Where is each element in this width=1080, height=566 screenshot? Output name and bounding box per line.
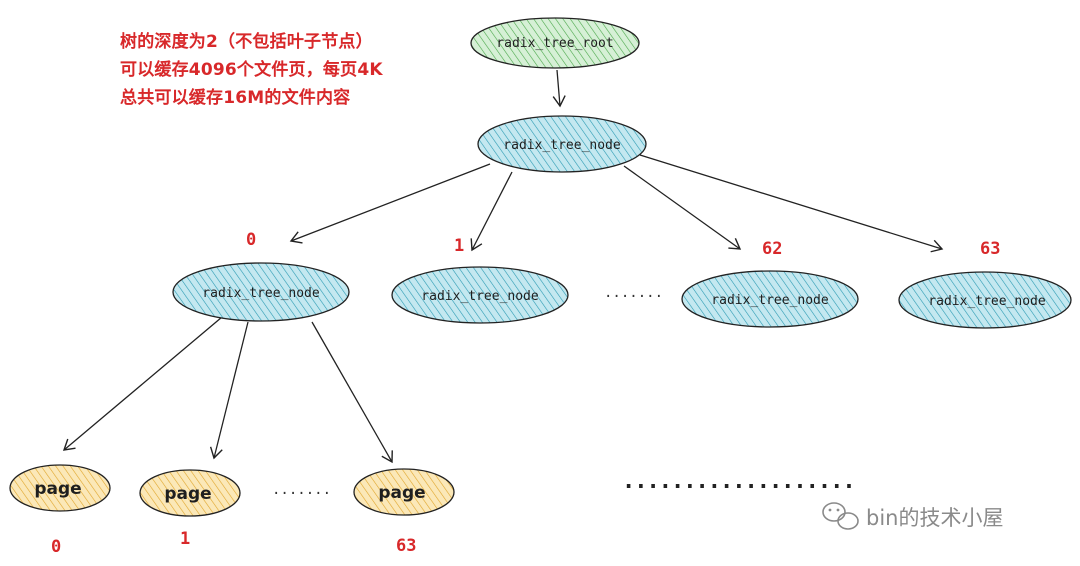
child-node-0-label: radix_tree_node — [202, 286, 320, 301]
child-node-1-label: radix_tree_node — [421, 289, 539, 304]
index-label-page-1: 1 — [180, 529, 190, 549]
root-node-label: radix_tree_root — [496, 36, 613, 51]
root-node: radix_tree_root — [470, 17, 640, 69]
child-node-1: radix_tree_node — [391, 266, 569, 324]
annotation-line-2: 可以缓存4096个文件页，每页4K — [120, 60, 383, 80]
level1-node-label: radix_tree_node — [503, 138, 621, 153]
index-label-child-62: 62 — [762, 239, 782, 259]
page-node-63-label: page — [378, 483, 425, 503]
edges — [62, 69, 944, 464]
child-node-63: radix_tree_node — [898, 271, 1072, 329]
edge-child0-to-page0 — [62, 311, 229, 451]
child-node-62: radix_tree_node — [681, 270, 859, 328]
page-node-63: page — [353, 468, 455, 516]
page-node-0: page — [9, 464, 111, 512]
index-label-child-0: 0 — [246, 230, 256, 250]
edge-root-to-level1 — [552, 69, 566, 108]
index-label-child-1: 1 — [454, 236, 464, 256]
child-node-62-label: radix_tree_node — [711, 293, 829, 308]
edge-level1-to-child0 — [289, 163, 491, 244]
depth-annotation: 树的深度为2（不包括叶子节点） 可以缓存4096个文件页，每页4K 总共可以缓存… — [120, 28, 383, 112]
index-label-page-63: 63 — [396, 536, 416, 556]
annotation-line-1: 树的深度为2（不包括叶子节点） — [120, 32, 373, 52]
wechat-icon — [822, 502, 859, 530]
child-node-63-label: radix_tree_node — [928, 294, 1046, 309]
child-node-0: radix_tree_node — [172, 262, 350, 322]
ellipsis-pages: ....... — [272, 482, 331, 498]
page-node-1: page — [139, 469, 241, 517]
page-node-0-label: page — [34, 479, 81, 499]
level1-node: radix_tree_node — [477, 115, 647, 173]
edge-level1-to-child1 — [470, 171, 513, 252]
ellipsis-children: ....... — [604, 285, 663, 301]
edge-child0-to-page1 — [209, 321, 249, 460]
annotation-line-3: 总共可以缓存16M的文件内容 — [120, 88, 351, 108]
edge-level1-to-child63 — [639, 154, 944, 253]
watermark-text: bin的技术小屋 — [866, 506, 1003, 530]
index-label-page-0: 0 — [51, 537, 61, 557]
edge-level1-to-child62 — [623, 165, 742, 250]
page-node-1-label: page — [164, 484, 211, 504]
edge-child0-to-page63 — [311, 321, 393, 464]
ellipsis-bottom-right: ................... — [622, 469, 855, 494]
watermark: bin的技术小屋 — [822, 502, 1003, 530]
index-label-child-63: 63 — [980, 239, 1000, 259]
